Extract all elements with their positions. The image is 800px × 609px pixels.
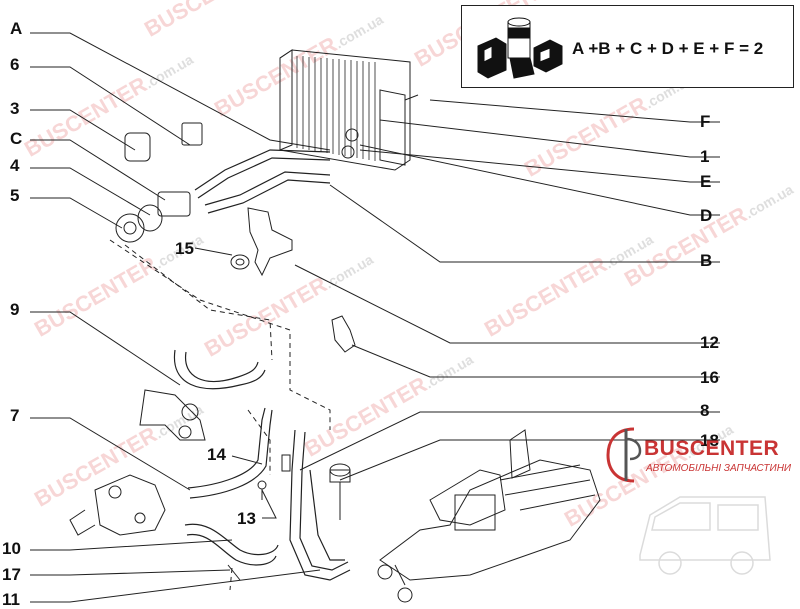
brand-logo: BUSCENTER АВТОМОБІЛЬНІ ЗАПЧАСТИНИ: [604, 425, 794, 485]
logo-mark-icon: [606, 427, 642, 483]
callout-label: 1: [700, 147, 710, 166]
hose-8-drawing: [289, 429, 351, 581]
callout-label: 18: [700, 431, 719, 450]
callout-label: 17: [2, 565, 21, 584]
callout-label: 14: [207, 445, 226, 464]
callout-label: A: [10, 19, 23, 38]
assembly-dashes: [109, 239, 331, 591]
callout-label: C: [10, 129, 23, 148]
hose-7-drawing: [187, 407, 273, 499]
van-icon: [639, 496, 771, 575]
callout-label: 13: [237, 509, 256, 528]
bracket-drawing: [230, 207, 293, 277]
package-icon: [477, 17, 563, 79]
small-parts-drawing: [227, 454, 291, 581]
heater-core-drawing: [279, 49, 419, 171]
legend-formula: A +B + C + D + E + F = 2: [572, 39, 764, 58]
callout-label: B: [700, 251, 713, 270]
auxiliary-heater-drawing: [377, 429, 601, 603]
callout-label: 12: [700, 333, 719, 352]
leader-lines: [30, 32, 720, 603]
clip-drawing: [331, 315, 356, 353]
callout-label: 8: [700, 401, 710, 420]
brand-tagline: АВТОМОБІЛЬНІ ЗАПЧАСТИНИ: [646, 463, 792, 474]
heater-pipes-drawing: [194, 149, 331, 214]
callout-label: 5: [10, 186, 20, 205]
callout-label: 6: [10, 55, 20, 74]
callout-label: 16: [700, 368, 719, 387]
callout-label: D: [700, 206, 713, 225]
water-outlet-drawing: [69, 474, 166, 536]
hose-10-drawing: [184, 523, 279, 566]
cap-drawing: [329, 463, 351, 520]
brand-name: BUSCENTER: [644, 437, 780, 460]
callout-label: 11: [2, 590, 20, 609]
hose-9-drawing: [173, 349, 266, 390]
callout-label: 4: [10, 156, 20, 175]
callout-label: 9: [10, 300, 20, 319]
legend-box: A +B + C + D + E + F = 2: [461, 5, 794, 88]
callout-label: 15: [175, 239, 194, 258]
callout-label: 7: [10, 406, 20, 425]
callout-label: 10: [2, 539, 21, 558]
flange-parts-drawing: [115, 122, 203, 243]
callout-label: E: [700, 172, 712, 191]
thermostat-housing-drawing: [139, 389, 206, 441]
callout-label: F: [700, 112, 711, 131]
callout-label: 3: [10, 99, 20, 118]
